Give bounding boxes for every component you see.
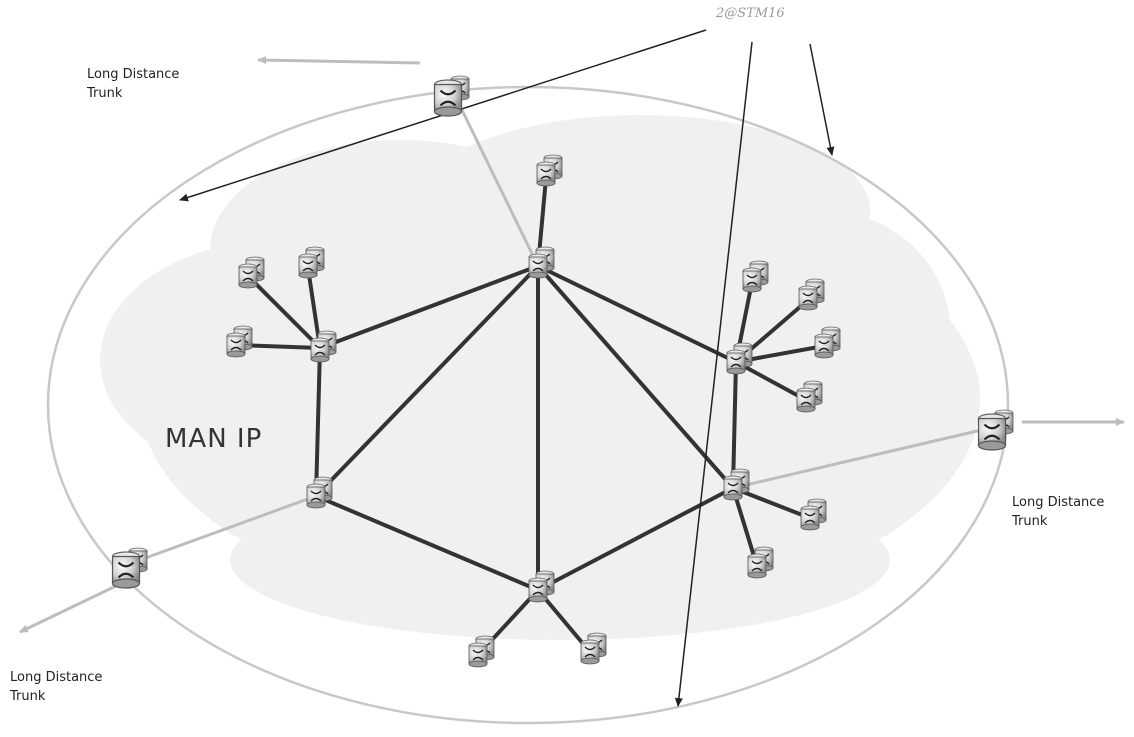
trunk-link-right-to-hub — [732, 426, 991, 490]
trunk-links — [19, 56, 1125, 634]
trunk-label-top-left-line2: Trunk — [87, 86, 123, 101]
router-trunk-top — [435, 76, 470, 116]
trunk-label-bottom-left: Long Distance Trunk — [10, 668, 102, 706]
router-trunk-right — [979, 410, 1014, 450]
core-network-label: MAN IP — [165, 424, 263, 454]
cloud-background — [100, 115, 980, 640]
trunk-arrow-top-left — [257, 56, 421, 65]
stm16-annotation-label: 2@STM16 — [716, 6, 785, 21]
trunk-label-right: Long Distance Trunk — [1012, 493, 1104, 531]
annotation-arrow-down — [674, 41, 753, 707]
trunk-link-top-to-hub — [460, 109, 540, 267]
trunk-label-top-left: Long Distance Trunk — [87, 65, 179, 103]
trunk-label-bottom-left-line2: Trunk — [10, 689, 46, 704]
trunk-label-top-left-line1: Long Distance — [87, 67, 180, 82]
trunk-arrow-bottom-left — [19, 583, 119, 634]
annotation-arrow-right — [809, 43, 835, 156]
trunk-label-bottom-left-line1: Long Distance — [10, 670, 103, 685]
trunk-label-right-line2: Trunk — [1012, 514, 1048, 529]
trunk-link-left-to-hub — [139, 494, 317, 562]
router-trunk-bottom-left — [113, 548, 148, 588]
trunk-label-right-line1: Long Distance — [1012, 495, 1105, 510]
router-bottom-leaf-1 — [469, 636, 494, 667]
